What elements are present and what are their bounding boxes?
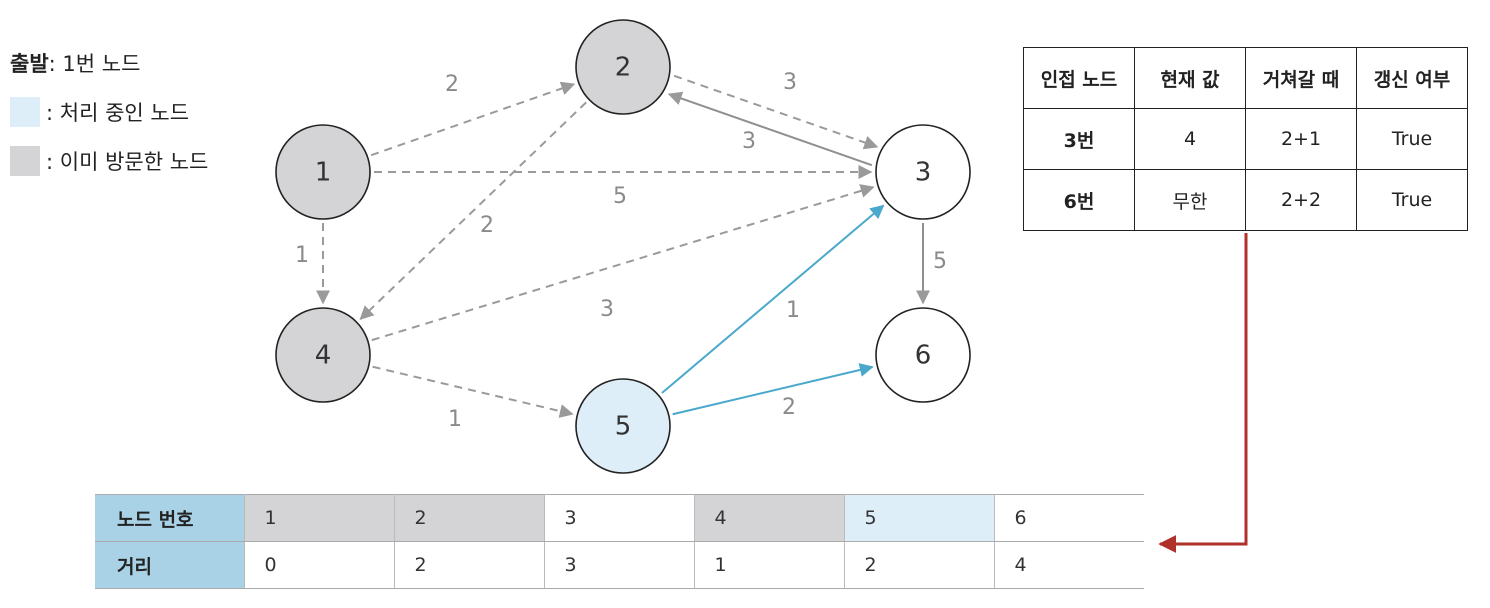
update-via-cell: 2+1 [1245, 108, 1357, 170]
legend-processing-label: : 처리 중인 노드 [46, 100, 190, 125]
edge-weight-label: 3 [783, 70, 797, 95]
edge-weight-label: 5 [613, 184, 627, 209]
edge-weight-label: 1 [786, 298, 800, 323]
edge-weight-label: 1 [295, 243, 309, 268]
distance-cell: 3 [544, 541, 695, 589]
update-neighbor-cell: 6번 [1023, 169, 1135, 231]
edge-4-to-5 [372, 365, 574, 418]
edge-4-to-3 [371, 184, 875, 342]
node-number-cell: 2 [394, 494, 545, 542]
node-number-cell: 5 [844, 494, 995, 542]
node-circle [575, 378, 671, 474]
node-label: 2 [615, 53, 632, 83]
node-circle [875, 124, 971, 220]
legend: 출발 : 1번 노드 : 처리 중인 노드 : 이미 방문한 노드 [10, 38, 208, 185]
graph-node-6: 6 [875, 307, 971, 403]
update-arrow [1158, 233, 1248, 553]
graph-node-4: 4 [275, 307, 371, 403]
update-row: 3번 4 2+1 True [1023, 108, 1468, 170]
graph-node-1: 1 [275, 124, 371, 220]
legend-start-value: : 1번 노드 [48, 51, 141, 76]
edge-weight-label: 2 [480, 213, 494, 238]
distance-cell: 1 [694, 541, 845, 589]
update-header-neighbor: 인접 노드 [1023, 47, 1135, 109]
edge-weight-label: 1 [448, 407, 462, 432]
node-number-row: 노드 번호 1 2 3 4 5 6 [95, 494, 1144, 542]
node-circle [275, 307, 371, 403]
update-via-cell: 2+2 [1245, 169, 1357, 231]
distance-table: 노드 번호 1 2 3 4 5 6 거리 0 2 3 1 2 4 [95, 494, 1144, 589]
processing-swatch [10, 96, 40, 127]
node-label: 1 [315, 158, 332, 188]
update-table: 인접 노드 현재 값 거쳐갈 때 갱신 여부 3번 4 2+1 True 6번 … [1023, 47, 1468, 231]
edge-5-to-3 [661, 204, 885, 394]
node-label: 3 [915, 158, 932, 188]
node-label: 6 [915, 341, 932, 371]
edge-5-to-6 [672, 363, 874, 416]
legend-visited-label: : 이미 방문한 노드 [46, 149, 209, 174]
node-circle [275, 124, 371, 220]
graph-node-3: 3 [875, 124, 971, 220]
update-row: 6번 무한 2+2 True [1023, 169, 1468, 231]
node-label: 4 [315, 341, 332, 371]
distance-cell: 0 [244, 541, 395, 589]
update-header-current: 현재 값 [1134, 47, 1246, 109]
edge-weight-label: 2 [445, 72, 459, 97]
update-flag-cell: True [1356, 169, 1468, 231]
distance-row: 거리 0 2 3 1 2 4 [95, 541, 1144, 589]
edge-2-to-4 [359, 101, 587, 320]
edge-weight-label: 2 [782, 395, 796, 420]
visited-swatch [10, 145, 40, 176]
update-current-cell: 무한 [1134, 169, 1246, 231]
update-header-updated: 갱신 여부 [1356, 47, 1468, 109]
node-number-cell: 6 [994, 494, 1144, 542]
update-neighbor-cell: 3번 [1023, 108, 1135, 170]
edge-weight-label: 3 [742, 129, 756, 154]
legend-processing: : 처리 중인 노드 [10, 87, 208, 136]
update-flag-cell: True [1356, 108, 1468, 170]
legend-visited: : 이미 방문한 노드 [10, 136, 208, 185]
distance-cell: 4 [994, 541, 1144, 589]
node-number-cell: 4 [694, 494, 845, 542]
node-circle [875, 307, 971, 403]
edge-weight-label: 3 [600, 297, 614, 322]
edge-weight-label: 5 [933, 249, 947, 274]
node-number-cell: 1 [244, 494, 395, 542]
node-label: 5 [615, 412, 632, 442]
distance-cell: 2 [394, 541, 545, 589]
update-current-cell: 4 [1134, 108, 1246, 170]
graph-node-5: 5 [575, 378, 671, 474]
edge-2-to-3 [673, 74, 879, 150]
node-number-header: 노드 번호 [95, 494, 245, 542]
legend-start: 출발 : 1번 노드 [10, 38, 208, 87]
update-header-via: 거쳐갈 때 [1245, 47, 1357, 109]
node-circle [575, 19, 671, 115]
distance-header: 거리 [95, 541, 245, 589]
legend-start-label: 출발 [10, 51, 49, 76]
node-number-cell: 3 [544, 494, 695, 542]
graph-node-2: 2 [575, 19, 671, 115]
edge-1-to-2 [370, 81, 576, 157]
edge-3-to-2 [667, 91, 873, 167]
distance-cell: 2 [844, 541, 995, 589]
